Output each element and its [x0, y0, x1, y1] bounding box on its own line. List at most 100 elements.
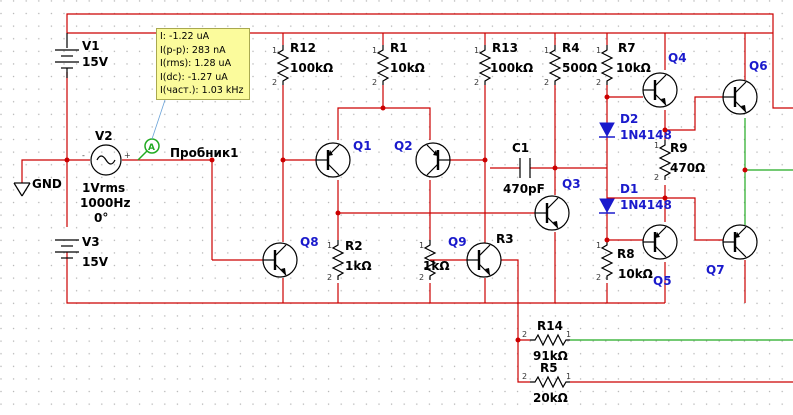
- resistor-r3[interactable]: 1 2 R3 1kΩ: [419, 232, 514, 282]
- pin-2: 2: [327, 273, 332, 282]
- pin-1: 1: [272, 46, 277, 55]
- pin-1: 1: [474, 46, 479, 55]
- r7-ref: R7: [618, 41, 636, 55]
- pin-2: 2: [596, 78, 601, 87]
- r9-ref: R9: [670, 141, 688, 155]
- current-probe[interactable]: [137, 99, 166, 161]
- r2-ref: R2: [345, 239, 363, 253]
- pin-1: 1: [544, 46, 549, 55]
- v1-value: 15V: [82, 55, 109, 69]
- pin-2: 2: [654, 173, 659, 182]
- q3-ref: Q3: [562, 177, 581, 191]
- svg-text:+: +: [124, 151, 131, 160]
- r9-value: 470Ω: [670, 161, 705, 175]
- probe-reading-freq: I(част.): 1.03 kHz: [160, 85, 244, 96]
- probe-label: Пробник1: [170, 146, 238, 160]
- v2-phase: 0°: [94, 211, 108, 225]
- d1-ref: D1: [620, 182, 638, 196]
- q1-ref: Q1: [353, 139, 372, 153]
- resistor-r2[interactable]: 1 2 R2 1kΩ: [327, 239, 372, 282]
- v3-value: 15V: [82, 255, 109, 269]
- pin-1: 1: [327, 241, 332, 250]
- resistor-group: 12R12100kΩ12R110kΩ12R13100kΩ12R4500Ω12R7…: [272, 41, 705, 405]
- pin-2: 2: [272, 78, 277, 87]
- v2-freq: 1000Hz: [80, 196, 130, 210]
- svg-text:-: -: [82, 151, 85, 160]
- v2-ref: V2: [95, 129, 113, 143]
- pin-2: 2: [544, 78, 549, 87]
- q8-ref: Q8: [300, 235, 319, 249]
- transistor-q2[interactable]: Q2: [394, 139, 451, 178]
- transistor-q8[interactable]: Q8: [262, 235, 319, 278]
- pin-1: 1: [654, 141, 659, 150]
- pin-2: 2: [522, 372, 527, 381]
- junction-dots: [64, 94, 748, 343]
- transistor-q4[interactable]: Q4: [642, 51, 687, 108]
- v3-battery[interactable]: [55, 239, 79, 259]
- pin-2: 2: [474, 78, 479, 87]
- transistor-q3[interactable]: Q3: [534, 177, 581, 231]
- r8-value: 10kΩ: [618, 267, 653, 281]
- c1-value: 470pF: [503, 182, 545, 196]
- r7-value: 10kΩ: [616, 61, 651, 75]
- diode-d2[interactable]: [599, 122, 615, 138]
- transistor-q9[interactable]: Q9: [448, 235, 502, 278]
- pin-1: 1: [596, 46, 601, 55]
- capacitor-c1[interactable]: [519, 158, 531, 178]
- r1-value: 10kΩ: [390, 61, 425, 75]
- resistor-r9[interactable]: 1 2 R9 470Ω: [654, 140, 705, 182]
- r14-ref: R14: [537, 319, 563, 333]
- r4-ref: R4: [562, 41, 580, 55]
- v1-ref: V1: [82, 39, 100, 53]
- pin-2: 2: [419, 273, 424, 282]
- pin-2: 2: [596, 273, 601, 282]
- r5-value: 20kΩ: [533, 391, 568, 405]
- probe-readout: I: -1.22 uA I(p-p): 283 nA I(rms): 1.28 …: [156, 28, 250, 100]
- transistor-q5[interactable]: Q5: [642, 224, 678, 288]
- pin-1: 1: [596, 241, 601, 250]
- resistor-r7[interactable]: 1 2 R7 10kΩ: [596, 41, 651, 87]
- r3-ref: R3: [496, 232, 514, 246]
- pin-1: 1: [566, 330, 571, 339]
- pin-2: 2: [522, 330, 527, 339]
- v1-battery[interactable]: [55, 33, 79, 78]
- r5-ref: R5: [540, 361, 558, 375]
- pin-1: 1: [372, 46, 377, 55]
- d2-value: 1N4148: [620, 128, 672, 142]
- q6-ref: Q6: [749, 59, 768, 73]
- r2-value: 1kΩ: [345, 259, 372, 273]
- probe-reading-irms: I(rms): 1.28 uA: [160, 58, 232, 69]
- r4-value: 500Ω: [562, 61, 597, 75]
- resistor-r8[interactable]: 1 2 R8 10kΩ: [596, 240, 653, 282]
- ground-label: GND: [32, 177, 62, 191]
- diode-d1[interactable]: [599, 198, 615, 214]
- transistor-q7[interactable]: Q7: [706, 224, 758, 277]
- v2-ac-source[interactable]: - +: [82, 144, 131, 176]
- r8-ref: R8: [617, 247, 635, 261]
- transistor-q6[interactable]: Q6: [722, 59, 768, 115]
- q9-ref: Q9: [448, 235, 467, 249]
- v2-value: 1Vrms: [82, 181, 125, 195]
- probe-reading-ipp: I(p-p): 283 nA: [160, 44, 226, 56]
- probe-reading-i: I: -1.22 uA: [160, 31, 210, 42]
- v3-ref: V3: [82, 235, 100, 249]
- resistor-r4[interactable]: 1 2 R4 500Ω: [544, 41, 597, 87]
- r3-value: 1kΩ: [423, 259, 450, 273]
- q7-ref: Q7: [706, 263, 725, 277]
- pin-1: 1: [419, 241, 424, 250]
- ground-symbol[interactable]: [13, 182, 31, 197]
- c1-ref: C1: [512, 141, 529, 155]
- d2-ref: D2: [620, 112, 638, 126]
- d1-value: 1N4148: [620, 198, 672, 212]
- probe-reading-idc: I(dc): -1.27 uA: [160, 71, 228, 83]
- transistor-q1[interactable]: Q1: [315, 139, 372, 178]
- probe-symbol: A: [148, 143, 155, 153]
- r12-ref: R12: [290, 41, 316, 55]
